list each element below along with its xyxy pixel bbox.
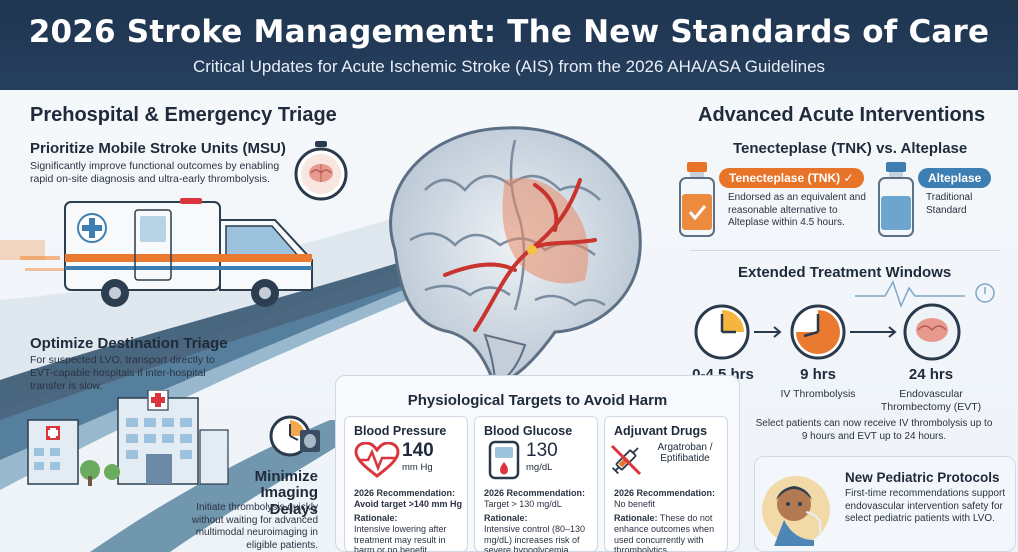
glucose-rationale: Rationale:Intensive control (80–130 mg/d… bbox=[484, 513, 586, 552]
interventions-title: Advanced Acute Interventions bbox=[698, 104, 986, 126]
windows-note: Select patients can now receive IV throm… bbox=[755, 418, 993, 442]
syringe-crossed-icon bbox=[610, 444, 642, 476]
header-banner: 2026 Stroke Management: The New Standard… bbox=[0, 0, 1018, 90]
ambulance-illustration bbox=[20, 198, 313, 307]
bp-card-title: Blood Pressure bbox=[354, 424, 447, 438]
tnk-text: Endorsed as an equivalent and reasonable… bbox=[728, 192, 866, 228]
infographic-canvas: Prehospital & Emergency Triage Prioritiz… bbox=[0, 90, 1018, 552]
destination-title: Optimize Destination Triage bbox=[30, 335, 228, 352]
msu-title: Prioritize Mobile Stroke Units (MSU) bbox=[30, 140, 286, 157]
imaging-clock-icon bbox=[269, 415, 320, 457]
drugs-card bbox=[604, 416, 728, 552]
prehospital-title: Prehospital & Emergency Triage bbox=[30, 104, 337, 126]
bp-unit: mm Hg bbox=[402, 462, 433, 473]
heartbeat-line-icon bbox=[855, 280, 995, 308]
page-subtitle: Critical Updates for Acute Ischemic Stro… bbox=[192, 57, 826, 76]
heart-pulse-icon bbox=[354, 442, 400, 478]
glucose-recommendation: 2026 Recommendation:Target > 130 mg/dL bbox=[484, 488, 586, 509]
stopwatch-brain-icon bbox=[294, 141, 348, 201]
windows-title: Extended Treatment Windows bbox=[738, 264, 952, 281]
pediatric-text: First-time recommendations support endov… bbox=[845, 488, 1006, 524]
glucose-meter-icon bbox=[488, 440, 520, 480]
brain-clock-icon-24hrs bbox=[903, 303, 961, 361]
msu-text: Significantly improve functional outcome… bbox=[30, 160, 280, 186]
glucose-card bbox=[474, 416, 598, 552]
bp-recommendation: 2026 Recommendation:Avoid target >140 mm… bbox=[354, 488, 462, 509]
imaging-text: Initiate thrombolysis quickly without wa… bbox=[191, 502, 318, 551]
targets-title: Physiological Targets to Avoid Harm bbox=[407, 392, 668, 409]
clock-icon-9hrs bbox=[790, 304, 846, 360]
alteplase-text: Traditional Standard bbox=[926, 192, 973, 216]
alteplase-label-pill: Alteplase bbox=[918, 168, 992, 188]
bp-rationale: Rationale:Intensive lowering after treat… bbox=[354, 513, 447, 552]
tnk-vial-icon bbox=[679, 162, 715, 237]
child-patient-icon bbox=[762, 476, 830, 546]
clock-icon-4-5hrs bbox=[694, 304, 750, 360]
imaging-title-line1: Minimize bbox=[254, 468, 318, 485]
timeline-clocks bbox=[694, 303, 961, 361]
brain-illustration bbox=[389, 126, 642, 387]
imaging-title-line2: Imaging Delays bbox=[260, 484, 318, 518]
glucose-card-title: Blood Glucose bbox=[484, 424, 573, 438]
window-label-1: IV Thrombolysis bbox=[780, 388, 856, 400]
glucose-value: 130 bbox=[526, 440, 558, 461]
drugs-recommendation: 2026 Recommendation:No benefit bbox=[614, 488, 716, 509]
tnk-label-pill: Tenecteplase (TNK) ✓ bbox=[719, 168, 864, 188]
window-value-1: 9 hrs bbox=[800, 366, 836, 383]
window-value-2: 24 hrs bbox=[908, 366, 954, 383]
window-label-2: Endovascular Thrombectomy (EVT) bbox=[880, 388, 982, 414]
pediatric-title: New Pediatric Protocols bbox=[845, 470, 1000, 485]
bp-card bbox=[344, 416, 468, 552]
page-title: 2026 Stroke Management: The New Standard… bbox=[28, 14, 990, 50]
tnk-section-title: Tenecteplase (TNK) vs. Alteplase bbox=[733, 140, 968, 157]
bp-value: 140 bbox=[402, 440, 434, 461]
drugs-rationale: Rationale: These do not enhance outcomes… bbox=[614, 513, 715, 552]
glucose-unit: mg/dL bbox=[526, 462, 553, 473]
section-divider bbox=[690, 250, 1000, 251]
alteplase-vial-icon bbox=[878, 162, 914, 237]
drugs-card-title: Adjuvant Drugs bbox=[614, 424, 708, 438]
hospital-illustration bbox=[27, 390, 229, 486]
drugs-names: Argatroban / Eptifibatide bbox=[657, 442, 713, 464]
destination-text: For suspected LVO, transport directly to… bbox=[30, 354, 215, 393]
